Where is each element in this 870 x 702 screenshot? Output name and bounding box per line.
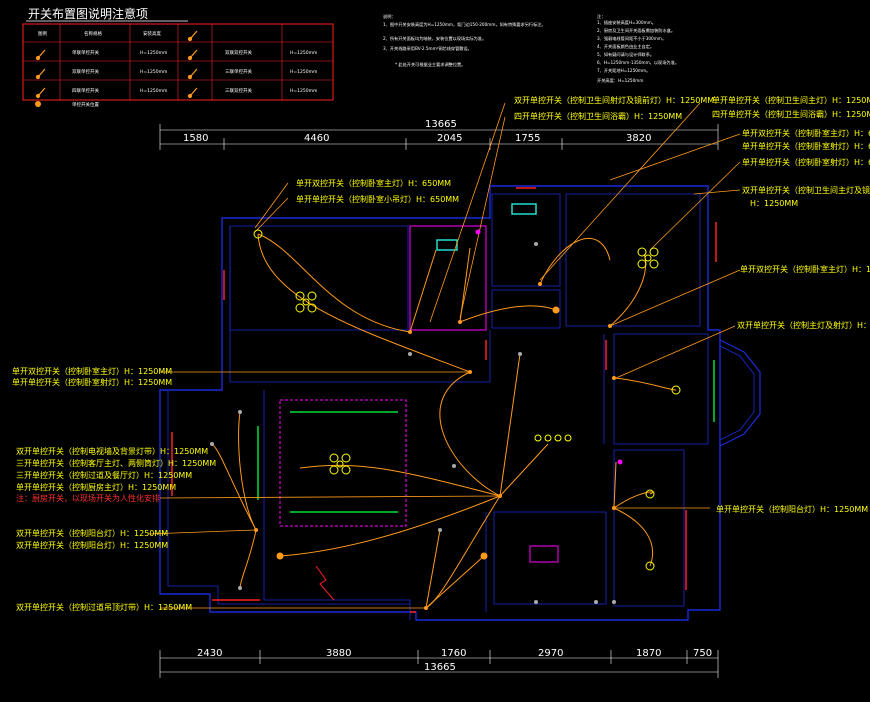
dim-top-2: 4460 [304, 133, 329, 144]
label-l8b: H：1250MM [750, 199, 798, 208]
leader-lines [147, 102, 741, 609]
switch-wires [211, 233, 677, 609]
svg-text:3、开关线路采用BV-2.5mm²铜芯线穿管敷设。: 3、开关线路采用BV-2.5mm²铜芯线穿管敷设。 [383, 45, 472, 52]
legend-footer: 单控开关位置 [72, 101, 99, 108]
label-l9: 单开双控开关（控制卧室主灯）H：1250MM [740, 264, 870, 274]
ceiling-outlines [279, 225, 559, 563]
label-l20: 双开单控开关（控制阳台灯）H：1250MM [16, 528, 168, 538]
svg-text:5、如有疑问请与设计师联系。: 5、如有疑问请与设计师联系。 [597, 51, 654, 58]
label-l11: 单开双控开关（控制卧室主灯）H：650MM [296, 178, 451, 188]
legend-header-height: 安装高度 [143, 30, 161, 37]
label-l22: 单开单控开关（控制阳台灯）H：1250MM [716, 504, 868, 514]
dim-bottom-6: 750 [693, 648, 712, 659]
svg-text:说明：: 说明： [383, 13, 396, 20]
master-light-cluster [637, 247, 659, 269]
label-l6: 单开单控开关（控制卧室射灯）H：650MM [742, 141, 870, 151]
svg-text:7、开关距地H=1250mm。: 7、开关距地H=1250mm。 [597, 67, 650, 74]
svg-text:2、所有开关面板均为暗装，安装位置以现场实际为准。: 2、所有开关面板均为暗装，安装位置以现场实际为准。 [383, 35, 486, 42]
svg-text:4、开关面板颜色由业主自定。: 4、开关面板颜色由业主自定。 [597, 43, 654, 50]
svg-text:3、强弱电线管间距不小于300mm。: 3、强弱电线管间距不小于300mm。 [597, 35, 666, 42]
legend-header-name: 名称规格 [84, 30, 102, 37]
label-l16: 三开单控开关（控制客厅主灯、两侧筒灯）H：1250MM [16, 458, 216, 468]
dim-bottom-3: 1760 [441, 648, 466, 659]
notes-left: 说明： 1、图中开关安装高度为H=1250mm，距门边150-200mm，如有特… [383, 13, 546, 68]
switch-points [210, 229, 623, 610]
light-fixtures [253, 229, 681, 571]
label-l13: 单开双控开关（控制卧室主灯）H：1250MM [12, 366, 172, 376]
svg-text:2、厨房及卫生间开关面板需加装防水盒。: 2、厨房及卫生间开关面板需加装防水盒。 [597, 27, 675, 34]
label-l18: 单开单控开关（控制厨房主灯）H：1250MM [16, 482, 176, 492]
label-l7: 单开单控开关（控制卧室射灯）H：650MM [742, 157, 870, 167]
svg-text:H=1250mm: H=1250mm [290, 50, 317, 56]
notes-right: 注： 1、插座安装高度H=300mm。 2、厨房及卫生间开关面板需加装防水盒。 … [597, 13, 679, 84]
label-l14: 单开单控开关（控制卧室射灯）H：1250MM [12, 377, 172, 387]
dim-top-1: 1580 [183, 133, 208, 144]
svg-text:四联单控开关: 四联单控开关 [72, 87, 99, 94]
label-l10: 双开单控开关（控制主灯及射灯）H：1250MM [737, 320, 870, 330]
break-line [315, 565, 335, 601]
dim-bottom-4: 2970 [538, 648, 563, 659]
dim-bottom-1: 2430 [197, 648, 222, 659]
label-l3: 单开单控开关（控制卫生间主灯）H：1250MM [712, 95, 870, 105]
svg-text:开关高度：H=1250mm: 开关高度：H=1250mm [597, 77, 643, 84]
green-marks [257, 360, 715, 513]
label-l21: 双开单控开关（控制阳台灯）H：1250MM [16, 540, 168, 550]
svg-text:注：: 注： [597, 13, 605, 20]
dim-top-3: 2045 [437, 133, 462, 144]
living-light-cluster [329, 453, 351, 475]
dim-bottom-2: 3880 [326, 648, 351, 659]
svg-text:H=1250mm: H=1250mm [140, 88, 167, 94]
svg-text:* 此处开关可根据业主要求调整位置。: * 此处开关可根据业主要求调整位置。 [395, 61, 465, 68]
svg-text:1、图中开关安装高度为H=1250mm，距门边150-200: 1、图中开关安装高度为H=1250mm，距门边150-200mm，如有特殊要求另… [383, 21, 546, 28]
label-l19: 注：厨房开关，以现场开关为人性化安排 [16, 493, 160, 503]
svg-text:双联单控开关: 双联单控开关 [72, 68, 99, 75]
label-l5: 单开双控开关（控制卧室主灯）H：650MM [742, 128, 870, 138]
label-l2: 四开单控开关（控制卫生间浴霸）H：1250MM [514, 111, 682, 121]
label-l15: 双开单控开关（控制电视墙及背景灯带）H：1250MM [16, 446, 208, 456]
label-l4: 四开单控开关（控制卫生间浴霸）H：1250MM [712, 109, 870, 119]
svg-text:三联单控开关: 三联单控开关 [225, 68, 252, 75]
dimension-top [159, 124, 719, 150]
bath-fixtures [436, 203, 537, 251]
drawing-title: 开关布置图说明注意项 [28, 6, 148, 21]
dimension-bottom [159, 650, 719, 678]
label-l8: 双开单控开关（控制卫生间主灯及镜前灯） [742, 185, 870, 195]
window-marks [171, 187, 717, 613]
svg-text:三联双控开关: 三联双控开关 [225, 87, 252, 94]
switch-labels: 双开单控开关（控制卫生间射灯及镜前灯）H：1250MM 四开单控开关（控制卫生间… [12, 95, 870, 612]
legend-header-symbol: 图例 [38, 30, 47, 37]
svg-text:H=1250mm: H=1250mm [140, 69, 167, 75]
svg-text:H=1250mm: H=1250mm [290, 69, 317, 75]
svg-text:1、插座安装高度H=300mm。: 1、插座安装高度H=300mm。 [597, 19, 656, 26]
label-l12: 单开单控开关（控制卧室小吊灯）H：650MM [296, 194, 459, 204]
dim-top-total: 13665 [425, 119, 457, 130]
label-l23: 双开单控开关（控制过道吊顶灯带）H：1250MM [16, 602, 192, 612]
svg-text:双联双控开关: 双联双控开关 [225, 49, 252, 56]
svg-text:H=1250mm: H=1250mm [290, 88, 317, 94]
dim-bottom-total: 13665 [424, 662, 456, 673]
svg-text:单联单控开关: 单联单控开关 [72, 49, 99, 56]
walls [159, 185, 761, 621]
dim-bottom-5: 1870 [636, 648, 661, 659]
label-l17: 三开单控开关（控制过道及餐厅灯）H：1250MM [16, 470, 192, 480]
dim-top-4: 1755 [515, 133, 540, 144]
svg-text:H=1250mm: H=1250mm [140, 50, 167, 56]
legend-table: 图例 名称规格 安装高度 单联单控开关 H=1250mm 双联双控开关 H=12… [22, 23, 334, 108]
svg-text:6、H=1250mm-1350mm，以现场为准。: 6、H=1250mm-1350mm，以现场为准。 [597, 59, 679, 66]
bedroom-light-cluster [295, 291, 317, 313]
dim-top-5: 3820 [626, 133, 651, 144]
label-l1: 双开单控开关（控制卫生间射灯及镜前灯）H：1250MM [514, 95, 714, 105]
